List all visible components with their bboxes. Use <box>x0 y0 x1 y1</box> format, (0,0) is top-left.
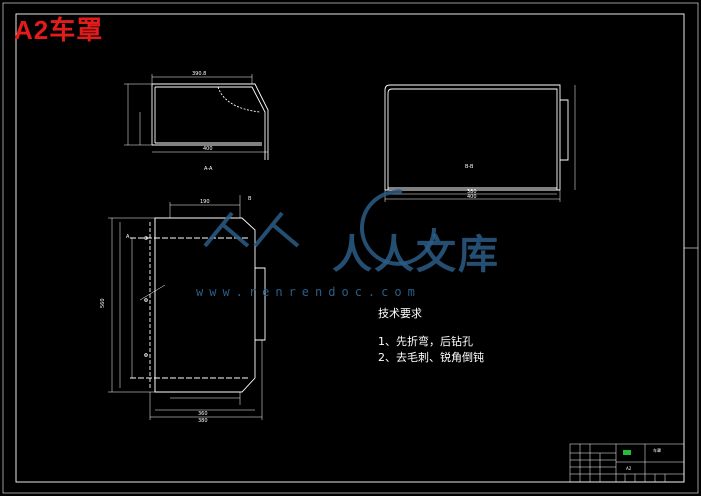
title-block-name: 车罩 <box>653 447 661 453</box>
watermark-url: www.renrendoc.com <box>196 285 421 299</box>
front-view <box>384 84 576 202</box>
plan-view-marker: B <box>248 196 252 202</box>
front-dim-inner: 380 <box>467 189 477 195</box>
title-block-part-no: A2 <box>626 466 632 471</box>
plan-dim-top: 190 <box>200 199 210 205</box>
side-view-label: A-A <box>204 166 213 172</box>
side-dim-bottom: 400 <box>203 146 213 152</box>
plan-dim-height: 560 <box>100 298 106 308</box>
title-block-accent <box>623 450 631 455</box>
side-view <box>124 74 269 160</box>
plan-view <box>108 195 266 420</box>
front-view-label: B-B <box>465 164 474 170</box>
title-block <box>569 443 685 483</box>
plan-dim-bottom-inner: 360 <box>198 411 208 417</box>
plan-dim-bottom-outer: 380 <box>198 418 208 424</box>
watermark-logo <box>203 189 436 266</box>
side-dim-top: 390.8 <box>192 71 206 77</box>
drawing-title: A2车罩 <box>14 15 104 45</box>
watermark-text: 人人文库 <box>332 231 500 278</box>
front-dim-outer: 400 <box>467 194 477 200</box>
tech-requirement-item: 2、去毛刺、锐角倒钝 <box>378 351 484 364</box>
tech-requirement-item: 1、先折弯，后钻孔 <box>378 335 473 348</box>
tech-requirements-title: 技术要求 <box>378 307 422 320</box>
plan-section-marker: A <box>126 234 130 240</box>
